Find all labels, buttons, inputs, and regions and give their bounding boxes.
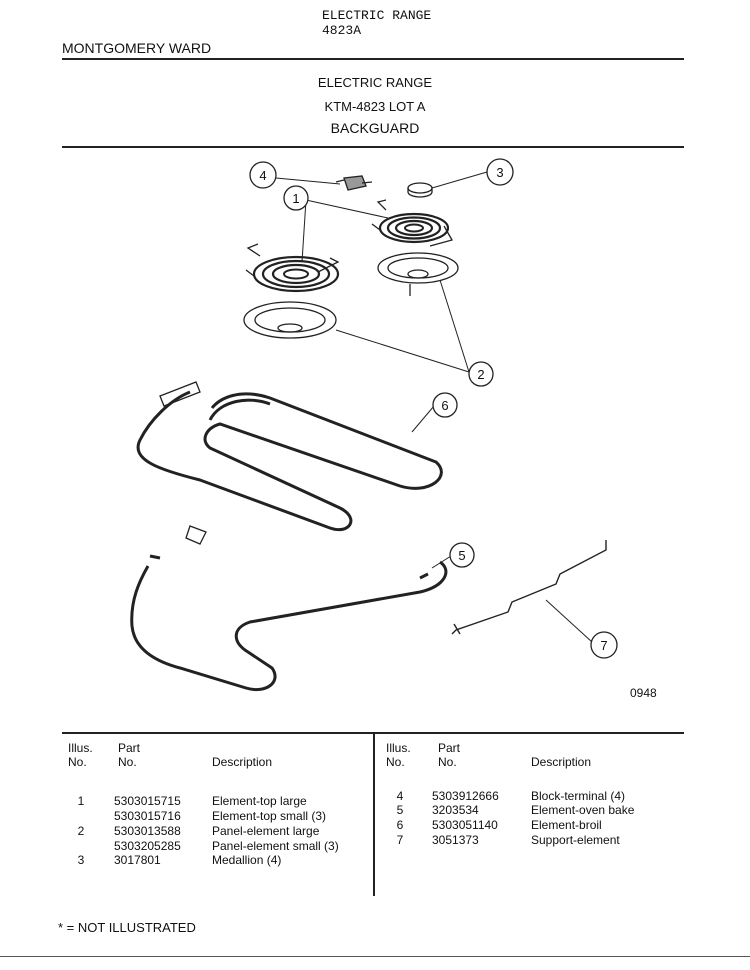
callout-circle-6 <box>432 392 458 418</box>
callout-circle-4 <box>249 161 277 189</box>
bake-element-drawing <box>130 525 448 691</box>
header-description-left: Description <box>212 755 273 769</box>
footer-note: * = NOT ILLUSTRATED <box>58 920 196 935</box>
section-title-1: ELECTRIC RANGE <box>317 75 433 90</box>
header-description-right: Description <box>531 755 592 769</box>
section-title-2: KTM-4823 LOT A <box>324 99 426 114</box>
table-divider <box>373 733 375 896</box>
medallion-drawing <box>407 182 433 198</box>
small-drip-pan-drawing <box>377 252 459 296</box>
block-terminal-drawing <box>335 175 373 191</box>
header-model: 4823A <box>322 23 362 38</box>
callout-circle-3 <box>486 158 514 186</box>
header-illus-right: Illus. No. <box>386 741 411 769</box>
callout-label-1: 1 <box>292 191 299 206</box>
callout-circle-1 <box>283 185 309 211</box>
callout-label-5: 5 <box>458 548 465 563</box>
brand-name: MONTGOMERY WARD <box>62 40 212 56</box>
header-title: ELECTRIC RANGE <box>322 8 432 23</box>
callout-label-2: 2 <box>477 367 484 382</box>
small-top-element-drawing <box>371 199 453 247</box>
footer-rule <box>0 956 750 957</box>
callout-label-6: 6 <box>441 398 448 413</box>
header-part-left: Part No. <box>118 741 141 769</box>
callout-label-3: 3 <box>496 165 503 180</box>
large-drip-pan-drawing <box>243 301 337 339</box>
section-title-3: BACKGUARD <box>330 120 420 136</box>
broil-element-drawing <box>136 381 443 532</box>
callout-label-4: 4 <box>259 168 266 183</box>
header-part-right: Part No. <box>438 741 461 769</box>
table-top-rule <box>62 732 684 734</box>
support-element-drawing <box>451 540 607 635</box>
header-illus-left: Illus. No. <box>68 741 93 769</box>
callout-circle-7 <box>590 631 618 659</box>
exploded-parts-diagram: 4 3 1 2 6 5 7 <box>130 158 618 691</box>
callout-label-7: 7 <box>600 638 607 653</box>
callout-circle-2 <box>468 361 494 387</box>
callout-circle-5 <box>449 542 475 568</box>
header-rule <box>62 58 684 60</box>
title-rule <box>62 146 684 148</box>
large-top-element-drawing <box>245 243 340 293</box>
figure-number: 0948 <box>630 686 657 700</box>
